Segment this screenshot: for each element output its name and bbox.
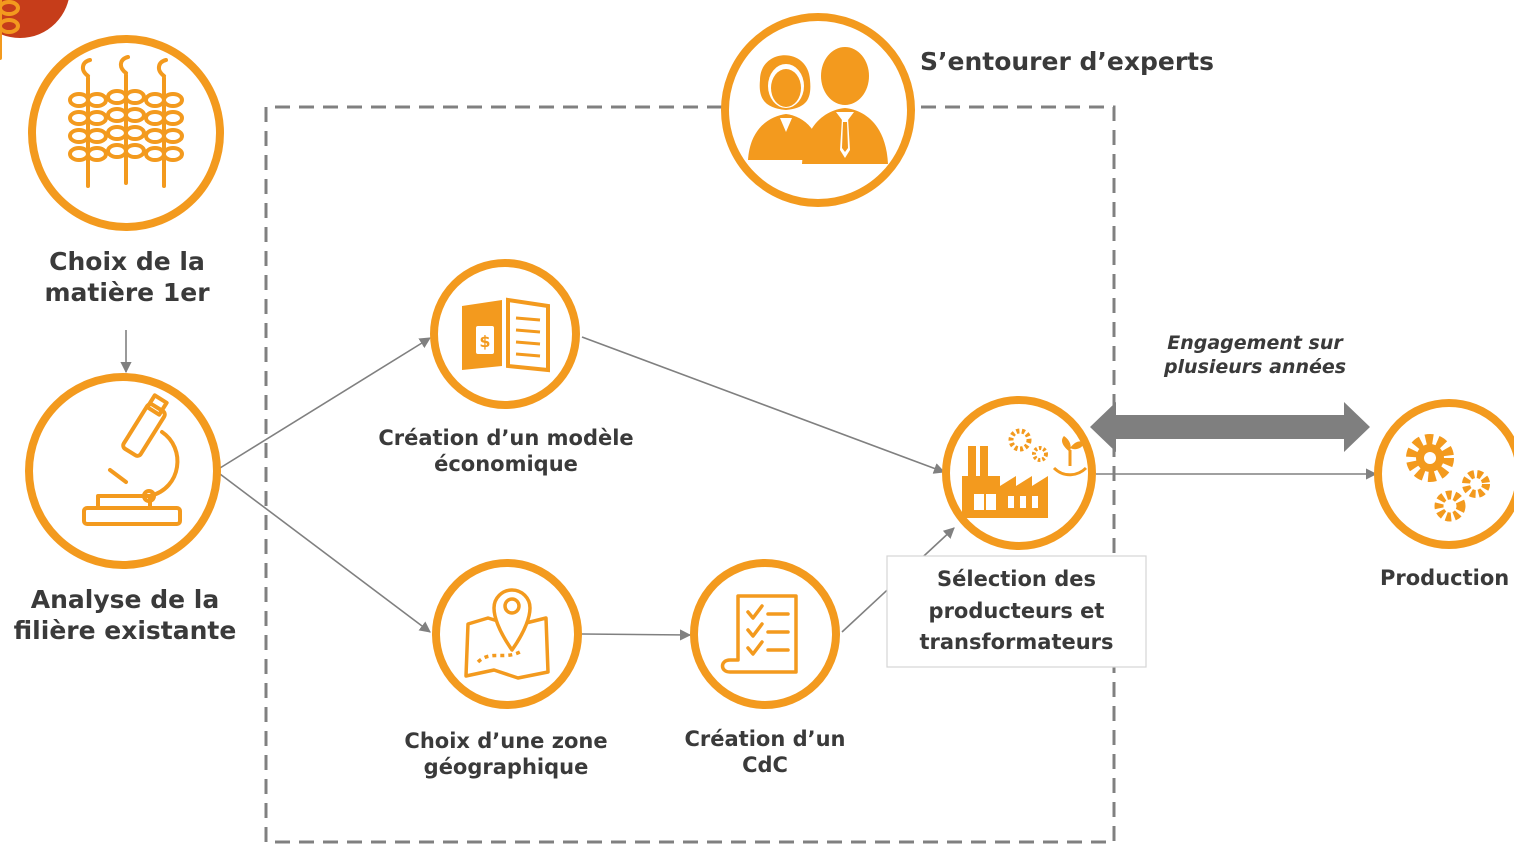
experts-circle bbox=[721, 13, 915, 207]
node-geo-zone bbox=[432, 559, 582, 709]
checklist-icon bbox=[720, 594, 798, 674]
map-pin-icon bbox=[464, 588, 550, 680]
node-selection bbox=[942, 396, 1096, 550]
arrow-analysis-to-geo bbox=[219, 473, 431, 633]
flow-connectors bbox=[120, 330, 1378, 641]
wheat-icon bbox=[0, 0, 184, 188]
node-cdc bbox=[690, 559, 840, 709]
arrow-geo-to-cdc bbox=[581, 629, 692, 641]
node-raw-material bbox=[0, 0, 224, 231]
node-economic-model: $ bbox=[430, 259, 580, 409]
people-icon bbox=[748, 47, 888, 164]
selection-circle bbox=[942, 396, 1096, 550]
node-production bbox=[1374, 399, 1514, 549]
arrow-economic-to-selection bbox=[581, 336, 946, 474]
economic-model-circle bbox=[430, 259, 580, 409]
production-label: Production bbox=[1380, 566, 1510, 590]
factory-icon bbox=[962, 428, 1088, 518]
arrow-analysis-to-economic bbox=[219, 337, 431, 469]
svg-text:$: $ bbox=[479, 332, 490, 351]
gears-icon bbox=[1406, 434, 1490, 522]
experts-dashed-frame bbox=[264, 105, 1116, 844]
microscope-icon bbox=[82, 393, 182, 526]
cdc-circle bbox=[690, 559, 840, 709]
price-book-icon: $ bbox=[462, 297, 550, 373]
node-analysis bbox=[25, 373, 221, 569]
experts-label: S’entourer d’experts bbox=[920, 47, 1214, 76]
analysis-circle bbox=[25, 373, 221, 569]
selection-label-box bbox=[886, 555, 1147, 668]
engagement-double-arrow bbox=[1090, 402, 1370, 452]
node-experts bbox=[721, 13, 915, 207]
